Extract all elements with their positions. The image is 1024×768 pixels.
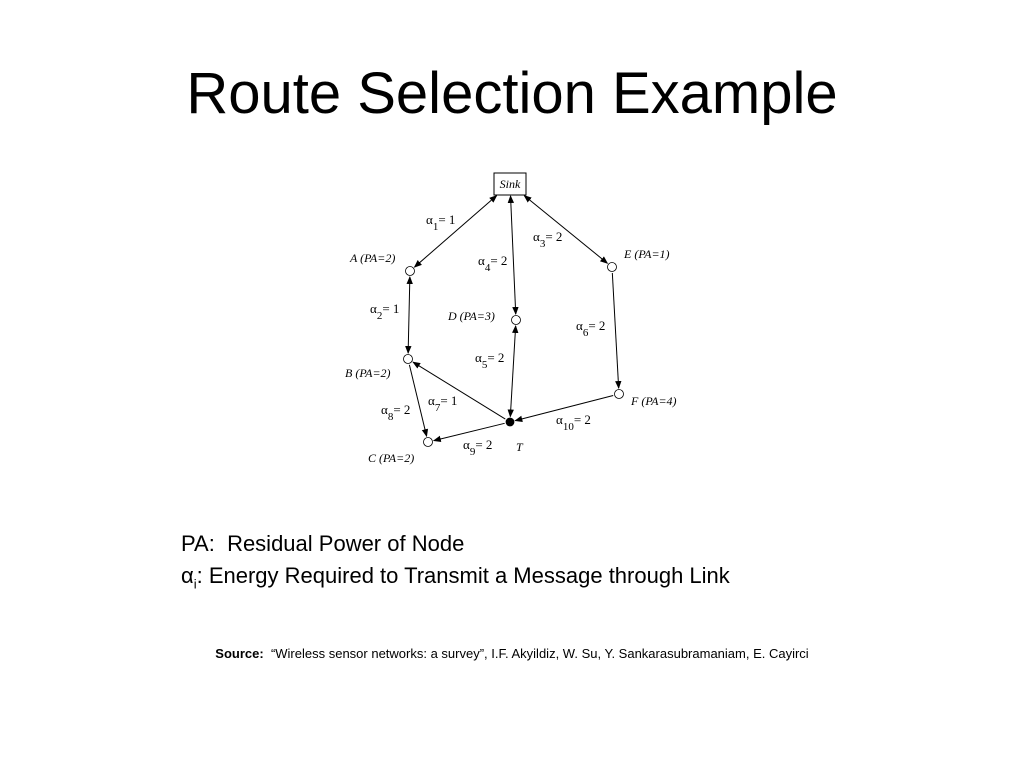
edge-f-t (514, 395, 614, 422)
edge-label-alpha-4: α4= 2 (478, 253, 507, 274)
edge-t-b (412, 361, 506, 420)
source-text: “Wireless sensor networks: a survey”, I.… (270, 646, 809, 661)
node-f (614, 389, 624, 399)
node-label-b: B (PA=2) (345, 366, 391, 380)
edge-sink-d (507, 194, 519, 316)
edge-label-alpha-8: α8= 2 (381, 402, 410, 423)
node-label-a: A (PA=2) (349, 251, 395, 265)
source-label: Source: (215, 646, 264, 661)
edge-label-alpha-9: α9= 2 (463, 437, 492, 458)
labels: α1= 1 α2= 1 α3= 2 α4= 2 α5= 2 α6= 2 α7= 1 α8= 2… (345, 212, 677, 465)
nodes: Sink (403, 172, 624, 447)
edge-label-alpha-5: α5= 2 (475, 350, 504, 371)
node-label-c: C (PA=2) (368, 451, 414, 465)
node-label-f: F (PA=4) (630, 394, 677, 408)
edge-d-t (507, 324, 519, 418)
legend-pa-key: PA: (181, 531, 215, 556)
edge-label-alpha-10: α10= 2 (556, 412, 591, 433)
edge-label-alpha-1: α1= 1 (426, 212, 455, 233)
edge-sink-a (413, 195, 498, 268)
legend: PA: Residual Power of Node αi: Energy Re… (181, 528, 730, 600)
edge-e-f (611, 272, 622, 390)
node-c (423, 437, 433, 447)
node-d (511, 315, 521, 325)
node-label-d: D (PA=3) (447, 309, 495, 323)
edge-sink-e (523, 194, 609, 264)
edge-b-c (408, 364, 429, 438)
edge-a-b (405, 275, 413, 355)
legend-pa-text: Residual Power of Node (227, 531, 465, 556)
slide-title: Route Selection Example (186, 61, 838, 126)
edge-t-c (432, 422, 505, 443)
edge-label-alpha-7: α7= 1 (428, 393, 457, 414)
edge-label-alpha-6: α6= 2 (576, 318, 605, 339)
source-citation: Source: “Wireless sensor networks: a sur… (0, 646, 1024, 661)
node-e (607, 262, 617, 272)
legend-alpha-sub: i (193, 576, 197, 592)
edge-label-alpha-2: α2= 1 (370, 301, 399, 322)
node-a (405, 266, 415, 276)
legend-pa: PA: Residual Power of Node (181, 528, 730, 560)
node-t (505, 417, 515, 427)
legend-alpha-symbol: α (181, 563, 194, 588)
sink-node (493, 172, 527, 196)
edge-label-alpha-3: α3= 2 (533, 229, 562, 250)
legend-alpha: αi: Energy Required to Transmit a Messag… (181, 560, 730, 600)
node-b (403, 354, 413, 364)
edges (405, 194, 622, 443)
node-label-t: T (516, 440, 524, 454)
legend-alpha-text: : Energy Required to Transmit a Message … (196, 563, 730, 588)
sink-label: Sink (500, 177, 521, 191)
node-label-e: E (PA=1) (623, 247, 670, 261)
